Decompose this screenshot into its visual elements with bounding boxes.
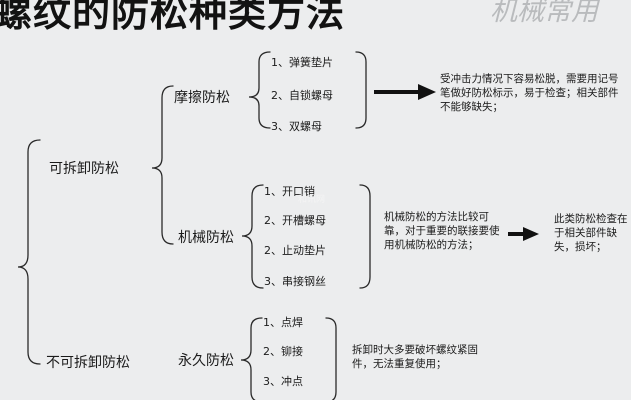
permanent-bracket xyxy=(325,317,337,400)
page-title: 螺纹的防松种类方法 xyxy=(0,0,346,35)
group-friction-label: 摩擦防松 xyxy=(174,90,230,106)
mechanical-brace xyxy=(241,184,264,289)
category-removable: 可拆卸防松 xyxy=(49,161,119,177)
group-permanent-label: 永久防松 xyxy=(178,353,234,369)
mechanical-item-3: 2、止动垫片 xyxy=(264,244,326,257)
permanent-brace xyxy=(240,317,263,400)
mechanical-note-2: 此类防松检查在于相关部件缺失，损坏； xyxy=(554,213,628,254)
subtitle: 机械常用 xyxy=(490,0,598,27)
group-mechanical-label: 机械防松 xyxy=(178,230,234,246)
mechanical-item-4: 3、串接钢丝 xyxy=(264,275,326,288)
watermark: 和讯网 xyxy=(298,195,326,205)
permanent-item-1: 1、点焊 xyxy=(263,316,303,329)
friction-item-2: 2、自锁螺母 xyxy=(271,89,333,102)
friction-brace xyxy=(248,51,271,129)
permanent-item-2: 2、铆接 xyxy=(263,345,303,358)
arrow-friction xyxy=(374,84,436,100)
friction-item-1: 1、弹簧垫片 xyxy=(271,56,333,69)
permanent-item-3: 3、冲点 xyxy=(263,375,303,388)
friction-bracket xyxy=(355,51,367,129)
arrow-mechanical xyxy=(508,227,539,241)
removable-brace xyxy=(151,85,174,245)
mechanical-item-2: 2、开槽螺母 xyxy=(264,214,326,227)
mechanical-bracket xyxy=(359,184,371,289)
mechanical-item-1: 1、开口销 xyxy=(264,185,315,198)
root-brace xyxy=(17,139,41,365)
friction-item-3: 3、双螺母 xyxy=(271,120,322,133)
permanent-note: 拆卸时大多要破坏螺纹紧固件，无法重复使用； xyxy=(352,344,478,371)
friction-note: 受冲击力情况下容易松脱，需要用记号笔做好防松标示，易于检查；相关部件不能够缺失； xyxy=(440,73,619,114)
mechanical-note: 机械防松的方法比较可靠，对于重要的联接要使用机械防松的方法； xyxy=(384,211,500,252)
category-non-removable: 不可拆卸防松 xyxy=(46,355,130,371)
